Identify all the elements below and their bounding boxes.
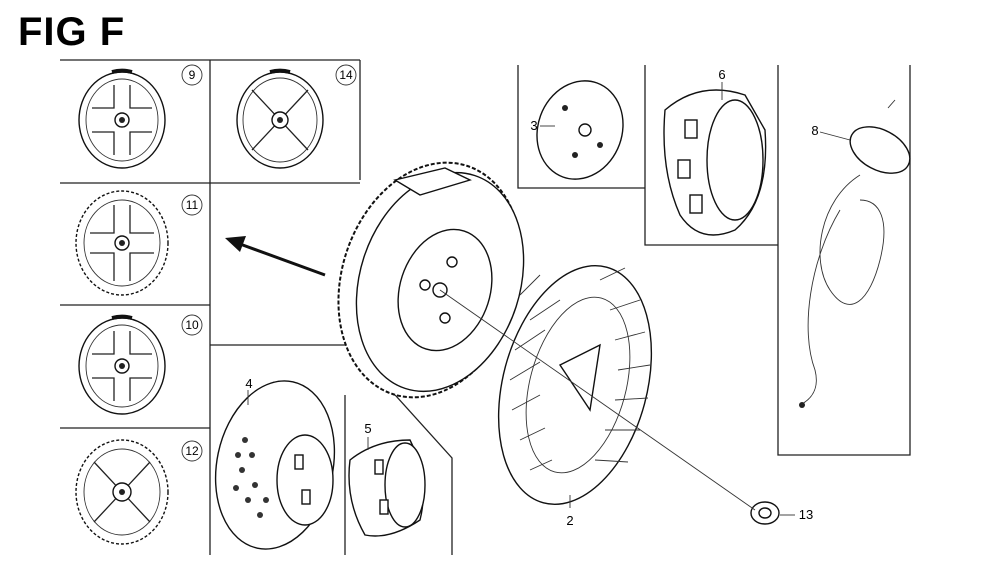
callout-4: 4 — [245, 376, 252, 391]
callout-10: 10 — [181, 314, 203, 336]
part-3-plate[interactable] — [523, 69, 636, 192]
figure-title: FIG F — [18, 10, 126, 54]
flywheel[interactable] — [309, 139, 551, 422]
part-4-starter-cup[interactable] — [201, 370, 350, 560]
callout-2: 2 — [566, 513, 573, 528]
part-8-starter-grip-rope[interactable] — [799, 99, 918, 408]
part-12-starter-pulley[interactable] — [75, 439, 169, 545]
leader-lines — [247, 82, 851, 516]
callout-13: 13 — [799, 507, 813, 522]
callout-8: 8 — [811, 123, 818, 138]
svg-text:9: 9 — [189, 68, 196, 82]
part-5-cup[interactable] — [348, 439, 426, 537]
callout-11: 11 — [181, 194, 203, 216]
callout-6: 6 — [718, 67, 725, 82]
svg-text:11: 11 — [186, 198, 199, 212]
callout-14: 14 — [335, 64, 357, 86]
callout-labels: 2 3 4 5 6 8 13 — [245, 67, 818, 528]
part-6-starter-housing[interactable] — [663, 89, 767, 236]
callout-3: 3 — [530, 118, 537, 133]
part-10-pulley[interactable] — [78, 314, 166, 415]
svg-text:10: 10 — [185, 318, 199, 332]
part-9-pulley[interactable] — [78, 68, 166, 169]
part-11-starter-pulley[interactable] — [75, 190, 169, 296]
part-14-pulley[interactable] — [236, 68, 324, 169]
svg-text:12: 12 — [185, 444, 199, 458]
callout-5: 5 — [364, 421, 371, 436]
panel-borders — [60, 59, 911, 555]
svg-text:14: 14 — [339, 68, 353, 82]
part-2-cooling-fan[interactable] — [474, 249, 676, 522]
callout-12: 12 — [181, 440, 203, 462]
callout-9: 9 — [181, 64, 203, 86]
part-13-nut[interactable] — [750, 501, 780, 525]
direction-arrow — [225, 236, 326, 277]
